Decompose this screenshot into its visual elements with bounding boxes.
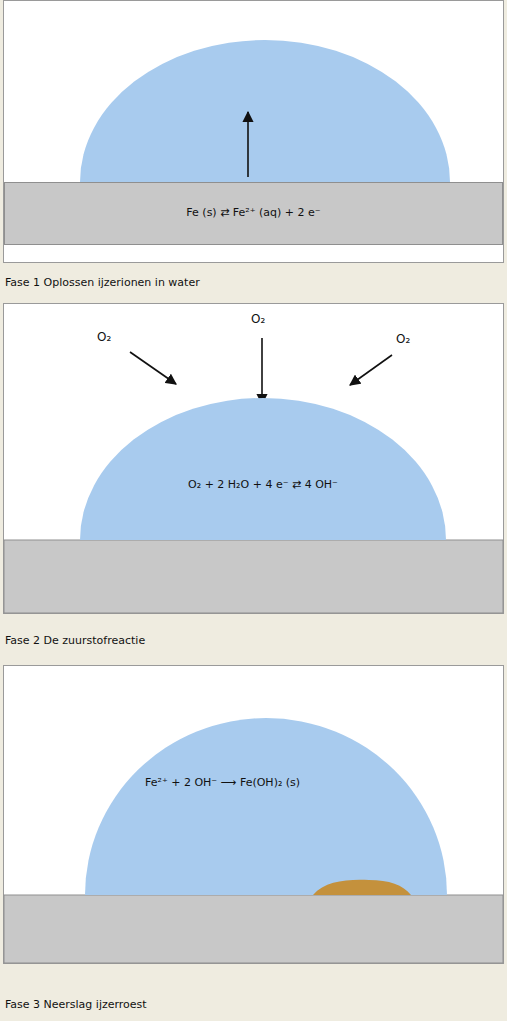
oxygen-label: O₂ bbox=[251, 312, 265, 326]
water-droplet: O₂ + 2 H₂O + 4 e⁻ ⇄ 4 OH⁻ bbox=[80, 398, 446, 540]
water-droplet bbox=[80, 398, 446, 540]
oxygen-label: O₂ bbox=[396, 332, 410, 346]
rust-deposit bbox=[313, 880, 411, 895]
water-droplet: Fe²⁺ + 2 OH⁻ ⟶ Fe(OH)₂ (s) bbox=[85, 718, 447, 895]
oxygen-arrow bbox=[261, 338, 263, 404]
phase-caption: Fase 3 Neerslag ijzerroest bbox=[5, 998, 147, 1012]
water-droplet bbox=[85, 718, 447, 895]
dissolve-arrow bbox=[247, 112, 249, 177]
oxygen-arrow bbox=[130, 352, 176, 384]
droplet-outline bbox=[80, 398, 446, 540]
phase-caption: Fase 2 De zuurstofreactie bbox=[5, 634, 145, 648]
caption-band: Fase 2 De zuurstofreactie bbox=[0, 628, 507, 654]
droplet-outline bbox=[85, 718, 447, 895]
iron-plate bbox=[4, 895, 503, 963]
oxygen-label: O₂ bbox=[97, 330, 111, 344]
caption-band: Fase 3 Neerslag ijzerroest bbox=[0, 992, 507, 1018]
oxygen-arrow bbox=[350, 355, 392, 385]
reaction-equation: O₂ + 2 H₂O + 4 e⁻ ⇄ 4 OH⁻ bbox=[188, 478, 338, 492]
reaction-equation: Fe (s) ⇄ Fe²⁺ (aq) + 2 e⁻ bbox=[186, 206, 320, 220]
iron-plate: Fe (s) ⇄ Fe²⁺ (aq) + 2 e⁻ bbox=[4, 182, 503, 245]
phase-caption: Fase 1 Oplossen ijzerionen in water bbox=[5, 276, 200, 290]
panel-frame bbox=[4, 1, 504, 263]
iron-plate bbox=[4, 540, 503, 613]
water-droplet bbox=[80, 40, 450, 182]
panel-frame bbox=[4, 304, 504, 614]
caption-band: Fase 1 Oplossen ijzerionen in water bbox=[0, 270, 507, 296]
panel-frame bbox=[4, 666, 504, 964]
reaction-equation: Fe²⁺ + 2 OH⁻ ⟶ Fe(OH)₂ (s) bbox=[145, 776, 300, 790]
